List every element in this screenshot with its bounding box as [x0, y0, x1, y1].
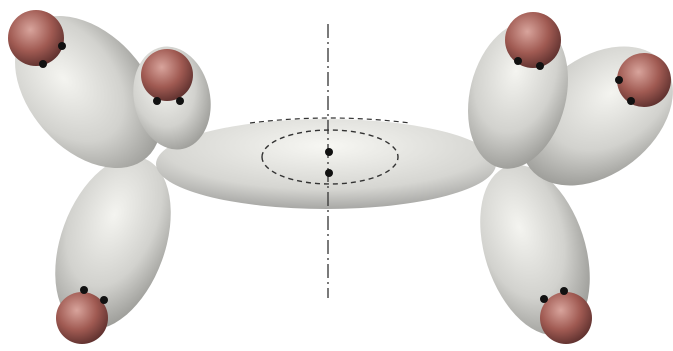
electron-dot — [560, 287, 568, 295]
electron-dot — [514, 57, 522, 65]
hydrogen-atom — [505, 12, 561, 68]
electron-dot — [153, 97, 161, 105]
electron-dot — [325, 148, 333, 156]
electron-dot — [540, 295, 548, 303]
electron-dot — [80, 286, 88, 294]
electron-dot — [536, 62, 544, 70]
hydrogen-atom — [141, 49, 193, 101]
electron-dot — [615, 76, 623, 84]
electron-dot — [39, 60, 47, 68]
hydrogen-atom — [617, 53, 671, 107]
electron-dot — [100, 296, 108, 304]
central-bond-lobe — [156, 119, 496, 209]
hydrogen-atom — [8, 10, 64, 66]
electron-dot — [627, 97, 635, 105]
electron-dot — [325, 169, 333, 177]
electron-dot — [176, 97, 184, 105]
electron-dot — [58, 42, 66, 50]
